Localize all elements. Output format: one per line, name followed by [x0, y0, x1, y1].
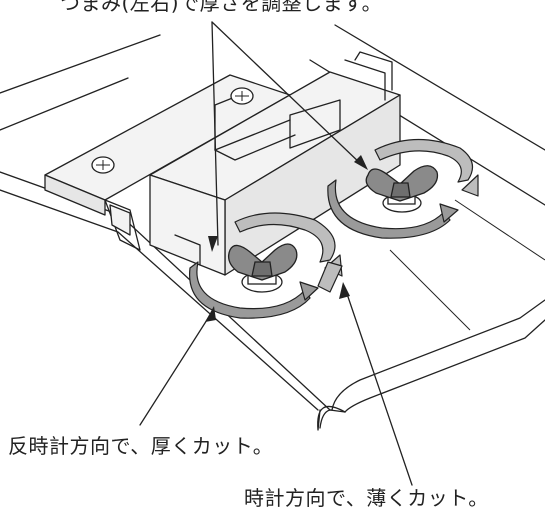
caption-leader-lines: [139, 282, 413, 486]
top-caption: つまみ(左右)で厚さを調整します。: [60, 0, 383, 15]
counterclockwise-caption: 反時計方向で、厚くカット。: [8, 434, 274, 458]
clockwise-arc-right-lower: [327, 179, 451, 239]
screw-right: [230, 87, 254, 105]
counterclockwise-arrow-left: [317, 261, 343, 293]
left-wing-knob-assembly: [189, 212, 343, 319]
top-caption-pointer-lines: [208, 21, 368, 252]
clockwise-arc-left-upper: [234, 212, 336, 263]
clockwise-caption: 時計方向で、薄くカット。: [244, 486, 489, 510]
screw-left: [91, 156, 115, 174]
clockwise-arc-left-lower: [189, 261, 311, 319]
clockwise-arc-right-upper: [374, 138, 474, 183]
right-wing-knob-assembly: [327, 138, 479, 239]
